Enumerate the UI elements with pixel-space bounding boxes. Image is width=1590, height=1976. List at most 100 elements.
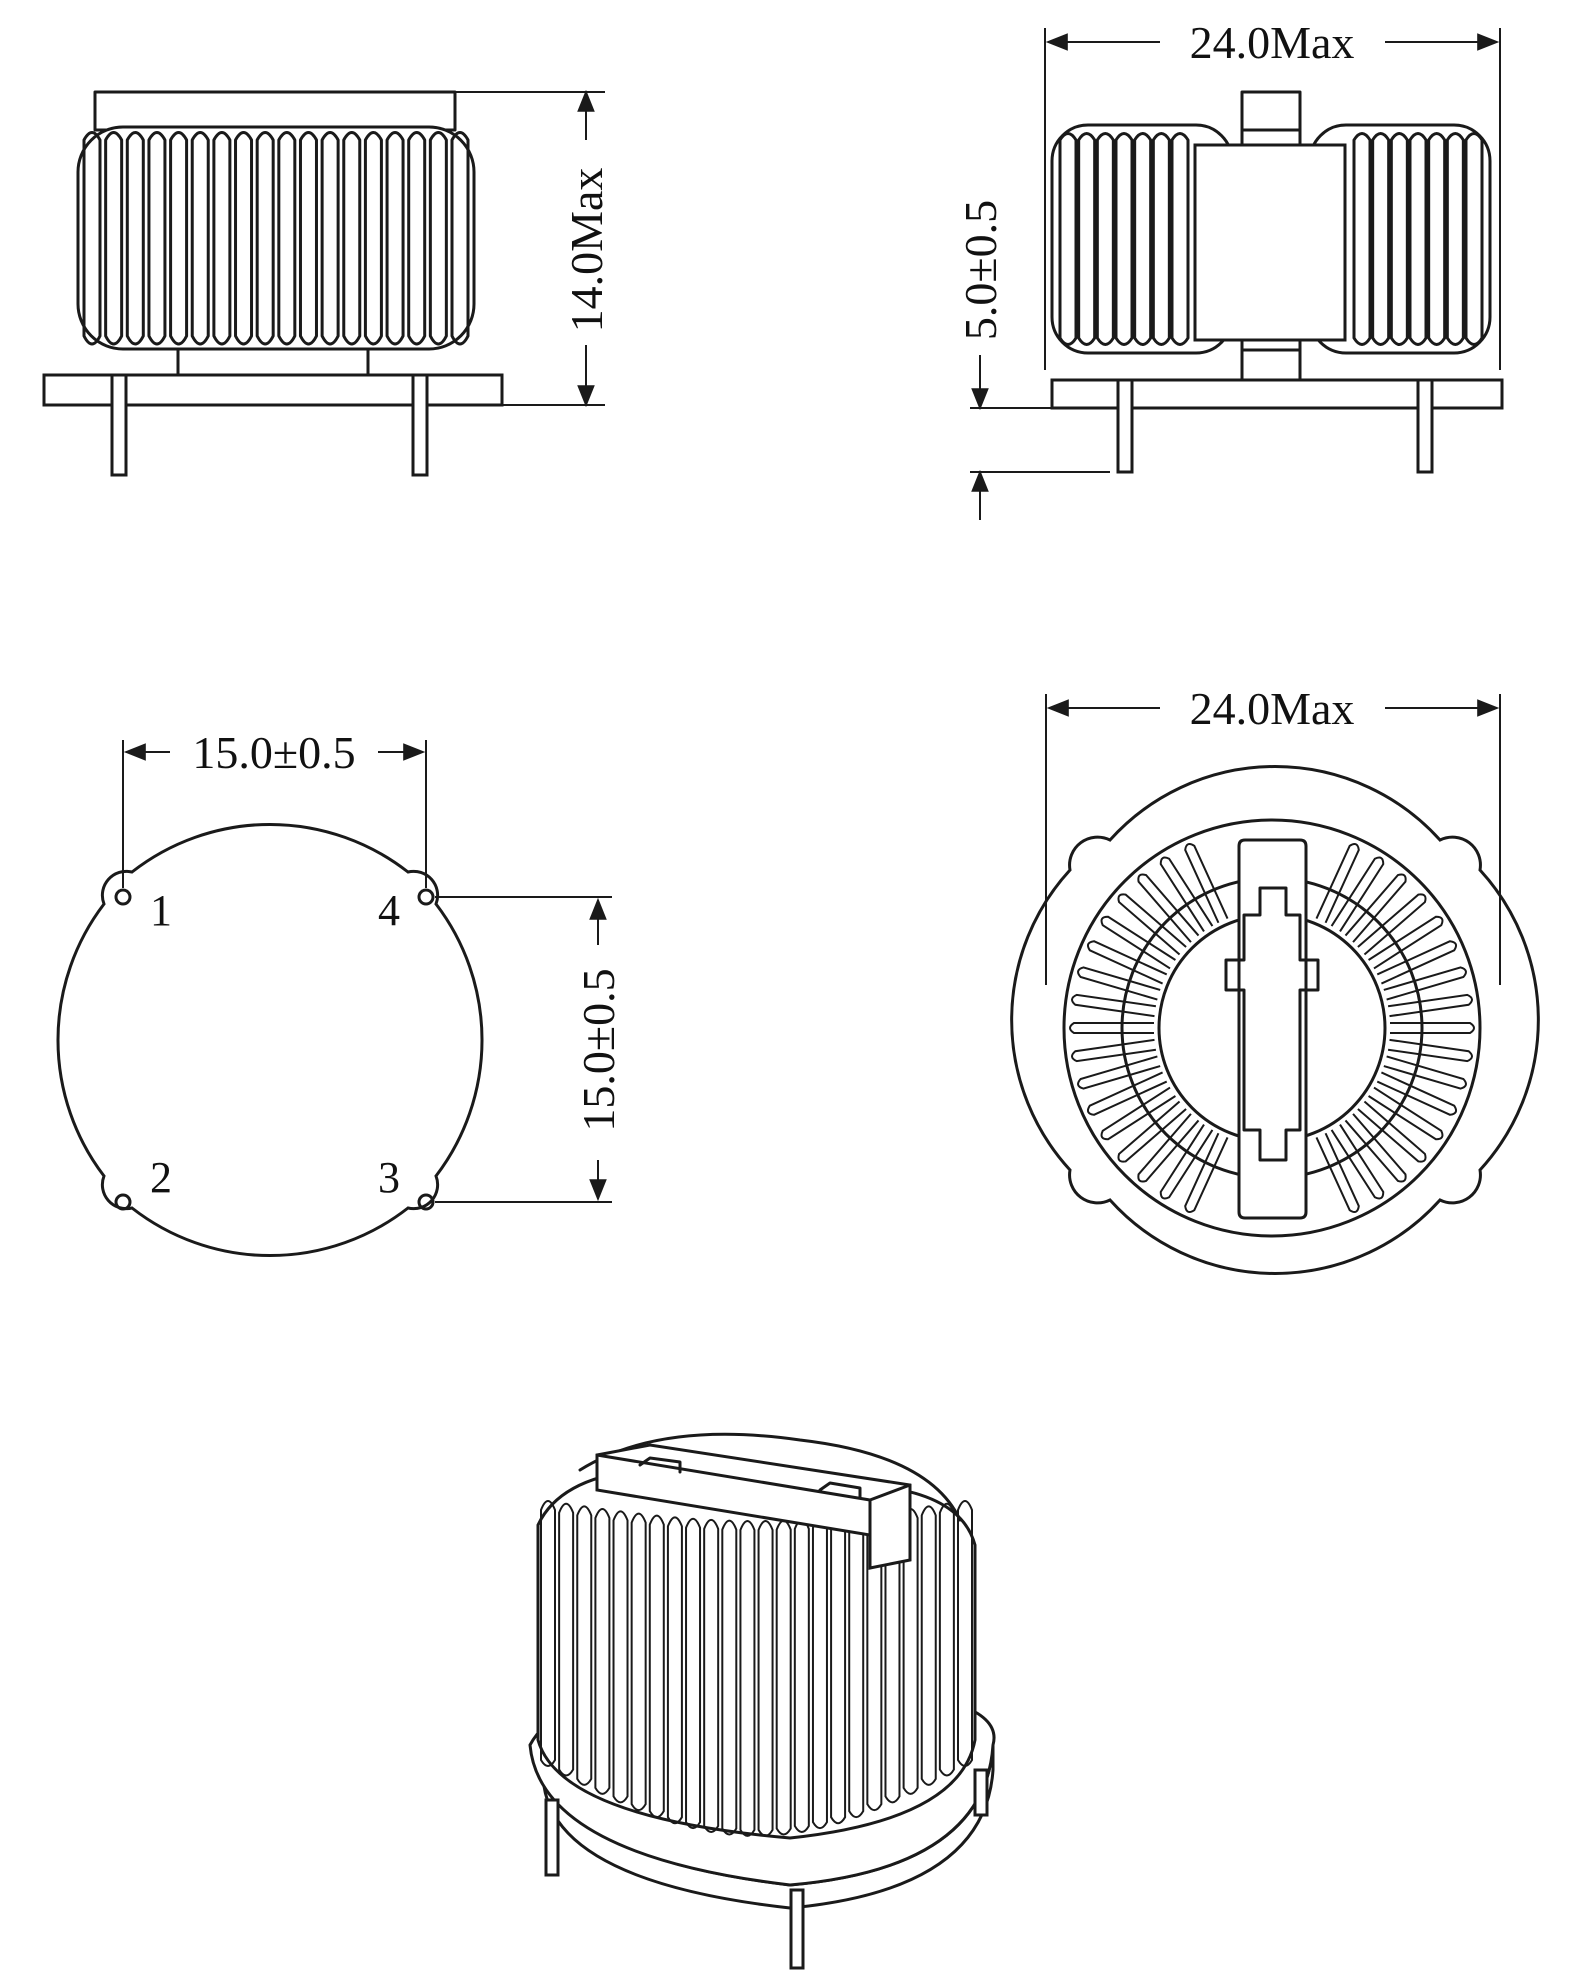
winding-turn [1117, 1100, 1187, 1163]
winding-turn [1445, 132, 1465, 346]
winding-turn [147, 131, 167, 346]
winding-turn [1071, 993, 1157, 1018]
winding-turn [1387, 993, 1473, 1018]
winding-turn [1368, 1086, 1444, 1141]
winding-turn [428, 131, 448, 346]
side-width-dimension-label: 24.0Max [1190, 17, 1355, 68]
side-view-windings-right [1352, 132, 1484, 346]
winding-turn [82, 131, 102, 346]
winding-turn [1383, 966, 1467, 1001]
winding-turn [1371, 132, 1391, 346]
winding-turn [190, 131, 210, 346]
winding-turn [957, 1500, 973, 1767]
winding-turn [703, 1518, 720, 1833]
winding-turn [1376, 940, 1458, 985]
winding-turn [685, 1517, 702, 1830]
winding-turn [407, 131, 427, 346]
winding-turn [234, 131, 254, 346]
winding-turn [1137, 873, 1200, 943]
winding-turn [1100, 915, 1176, 970]
iso-pin-left [544, 1798, 560, 1877]
winding-turn [320, 131, 340, 346]
top-width-dimension-label: 24.0Max [1190, 683, 1355, 734]
winding-turn [1151, 132, 1171, 346]
winding-turn [1077, 1055, 1161, 1090]
winding-turn [1184, 1132, 1229, 1214]
front-view: 14.0Max [42, 89, 612, 477]
pin-hole-4 [417, 888, 435, 906]
winding-turn [125, 131, 145, 346]
winding-turn [1390, 1022, 1475, 1034]
top-view-windings [1069, 842, 1475, 1214]
height-dimension-label: 14.0Max [561, 168, 612, 333]
winding-turn [169, 131, 189, 346]
winding-turn [1387, 1038, 1473, 1063]
winding-turn [1315, 1132, 1360, 1214]
winding-turn [1184, 842, 1229, 924]
iso-pin-right [973, 1768, 989, 1817]
winding-turn [630, 1512, 647, 1812]
winding-turn [1077, 966, 1161, 1001]
winding-turn [1133, 132, 1153, 346]
winding-turn [757, 1519, 774, 1837]
winding-turn [1344, 1113, 1407, 1183]
winding-turn [612, 1510, 629, 1804]
winding-turn [576, 1505, 593, 1786]
winding-turn [1077, 132, 1097, 346]
winding-turn [739, 1519, 756, 1837]
winding-turn [1114, 132, 1134, 346]
front-pin-left [110, 373, 128, 477]
winding-turn [1159, 856, 1214, 932]
winding-turn [1368, 915, 1444, 970]
side-view-windings-left [1058, 132, 1190, 346]
winding-turn [450, 131, 470, 346]
winding-turn [594, 1508, 611, 1795]
winding-turn [1464, 132, 1484, 346]
winding-turn [1389, 132, 1409, 346]
pin-spacing-vertical-label: 15.0±0.5 [573, 968, 624, 1131]
winding-turn [1170, 132, 1190, 346]
pin-label-3: 3 [378, 1153, 400, 1202]
side-pin-left [1116, 378, 1134, 474]
winding-turn [1095, 132, 1115, 346]
winding-turn [298, 131, 318, 346]
winding-turn [1117, 893, 1187, 956]
winding-turn [721, 1519, 738, 1836]
winding-turn [648, 1514, 665, 1819]
base-outline [56, 822, 484, 1258]
winding-turn [104, 131, 124, 346]
bottom-view: 1 4 2 3 15.0±0.5 15.0±0.5 [56, 727, 624, 1258]
winding-turn [342, 131, 362, 346]
winding-turn [1086, 1071, 1168, 1116]
winding-turn [666, 1516, 683, 1825]
winding-turn [1071, 1038, 1157, 1063]
winding-turn [1086, 940, 1168, 985]
winding-turn [1357, 1100, 1427, 1163]
winding-turn [255, 131, 275, 346]
isometric-view [528, 1432, 996, 1970]
winding-turn [1376, 1071, 1458, 1116]
winding-turn [938, 1502, 955, 1777]
winding-turn [1383, 1055, 1467, 1090]
front-pin-right [411, 373, 429, 477]
pin-spacing-horizontal-label: 15.0±0.5 [192, 727, 355, 778]
front-view-windings [82, 131, 470, 346]
winding-turn [1330, 1124, 1385, 1200]
winding-turn [1069, 1022, 1154, 1034]
winding-turn [1159, 1124, 1214, 1200]
winding-turn [920, 1505, 937, 1786]
pin-label-1: 1 [150, 886, 172, 935]
side-pin-right [1416, 378, 1434, 474]
top-view: 24.0Max [1010, 683, 1540, 1275]
side-view: 24.0Max 5.0±0.5 [955, 17, 1504, 520]
pin-length-dimension-label: 5.0±0.5 [955, 200, 1006, 340]
winding-turn [1357, 893, 1427, 956]
pin-label-4: 4 [378, 886, 400, 935]
winding-turn [212, 131, 232, 346]
winding-turn [1100, 1086, 1176, 1141]
winding-turn [363, 131, 383, 346]
winding-turn [385, 131, 405, 346]
winding-turn [1344, 873, 1407, 943]
winding-turn [1352, 132, 1372, 346]
